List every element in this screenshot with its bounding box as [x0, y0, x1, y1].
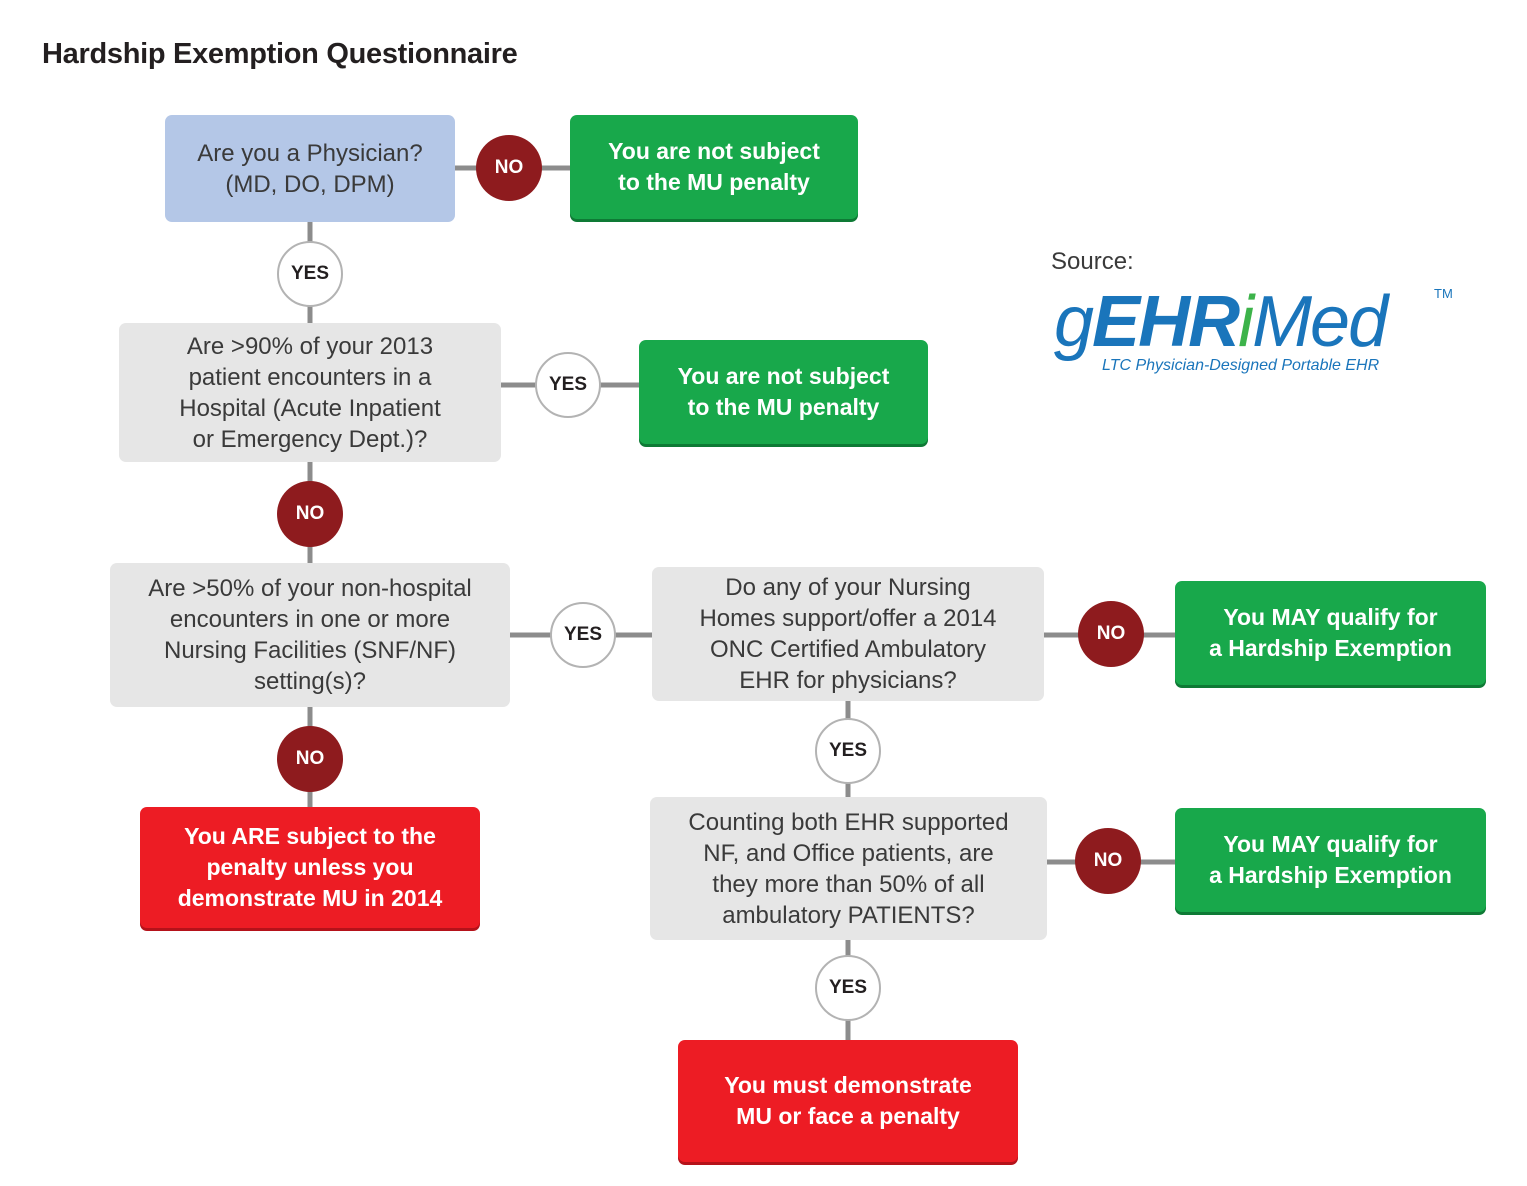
source-label: Source:: [1051, 248, 1134, 275]
outcome-not-subject-2: You are not subject to the MU penalty: [639, 340, 928, 444]
outcome-not-subject-1: You are not subject to the MU penalty: [570, 115, 858, 219]
badge-q4-no: NO: [1078, 601, 1144, 667]
outcome-subject-to-penalty: You ARE subject to the penalty unless yo…: [140, 807, 480, 928]
badge-q2-yes: YES: [535, 352, 601, 418]
question-physician: Are you a Physician? (MD, DO, DPM): [165, 115, 455, 222]
question-nursing-homes-ehr: Do any of your Nursing Homes support/off…: [652, 567, 1044, 701]
badge-q4-yes: YES: [815, 718, 881, 784]
logo-wordmark: gEHRiMed: [1054, 282, 1390, 362]
badge-q3-yes: YES: [550, 602, 616, 668]
badge-q1-yes: YES: [277, 241, 343, 307]
badge-q5-yes: YES: [815, 955, 881, 1021]
outcome-must-demonstrate-mu: You must demonstrate MU or face a penalt…: [678, 1040, 1018, 1162]
outcome-may-qualify-2: You MAY qualify for a Hardship Exemption: [1175, 808, 1486, 912]
gehrimed-logo: gEHRiMed TM LTC Physician-Designed Porta…: [1054, 282, 1453, 374]
outcome-may-qualify-1: You MAY qualify for a Hardship Exemption: [1175, 581, 1486, 685]
logo-tm: TM: [1434, 286, 1453, 301]
question-hospital-encounters: Are >90% of your 2013 patient encounters…: [119, 323, 501, 462]
badge-q1-no: NO: [476, 135, 542, 201]
badge-q5-no: NO: [1075, 828, 1141, 894]
logo-tagline: LTC Physician-Designed Portable EHR: [1102, 357, 1380, 374]
badge-q2-no: NO: [277, 481, 343, 547]
badge-q3-no: NO: [277, 726, 343, 792]
page-title: Hardship Exemption Questionnaire: [42, 38, 518, 70]
question-ambulatory-patients: Counting both EHR supported NF, and Offi…: [650, 797, 1047, 940]
question-nursing-facilities: Are >50% of your non-hospital encounters…: [110, 563, 510, 707]
